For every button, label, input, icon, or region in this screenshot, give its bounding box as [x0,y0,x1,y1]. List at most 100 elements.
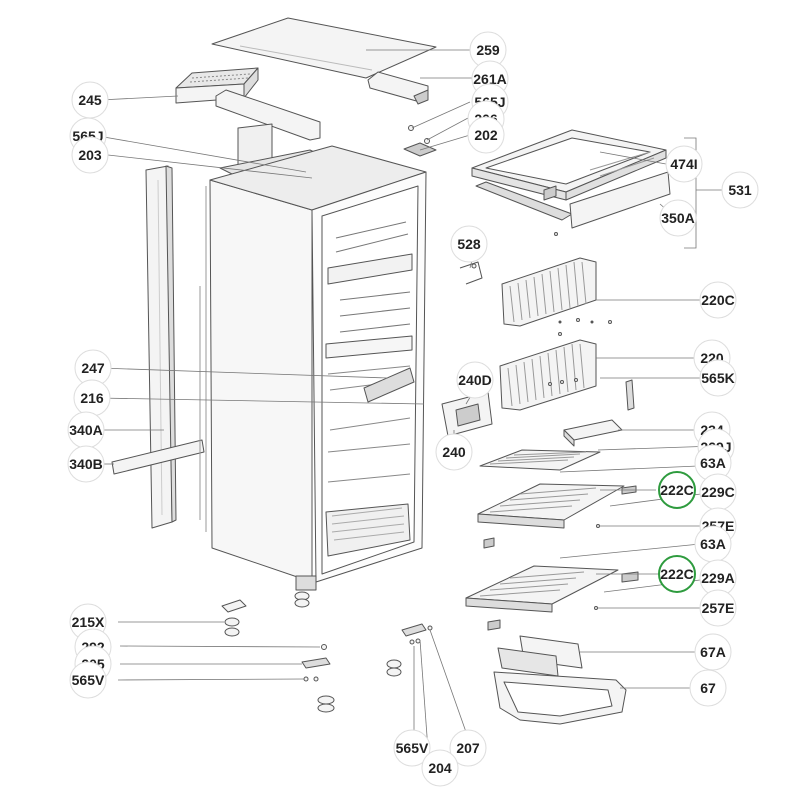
callout-229c: 229C [699,473,737,511]
callout-204: 204 [421,749,459,787]
callout-229a: 229A [699,559,737,597]
callout-circle [699,281,737,319]
callout-circle [699,589,737,627]
highlight-circle [658,471,696,509]
part-350a-front-strip [475,171,671,236]
callout-number: 207 [456,740,480,756]
callout-220c: 220C [699,281,737,319]
callout-number: 229A [701,570,734,586]
callout-number: 340B [69,456,102,472]
callout-63a-bottom: 63A [694,525,732,563]
callout-number: 565V [72,672,105,688]
callout-531: 531 [721,171,759,209]
callout-240d: 240D [456,361,494,399]
callout-circle [699,359,737,397]
part-340b-bottom-rail [111,439,205,475]
callout-222c-bottom: 222C [658,555,696,593]
callout-number: 67 [700,680,716,696]
callout-number: 259 [476,42,500,58]
callout-259: 259 [469,31,507,69]
callout-circle [67,445,105,483]
callout-number: 565K [701,370,734,386]
callout-340a: 340A [67,411,105,449]
callout-number: 202 [474,127,498,143]
callout-number: 257E [702,600,735,616]
callout-circle [665,145,703,183]
part-67a-crisper-cover [497,635,583,677]
callout-number: 203 [78,147,102,163]
callout-number: 350A [661,210,694,226]
part-245-vent-grill [175,67,321,141]
callout-number: 63A [700,536,726,552]
part-205-bracket [301,657,331,669]
part-67-crisper-drawer [493,671,627,725]
callout-240: 240 [435,433,473,471]
callout-number: 220C [701,292,734,308]
callout-circle [69,661,107,699]
callout-circle [467,116,505,154]
callout-number: 247 [81,360,105,376]
part-small-screws [558,320,594,324]
callout-number: 229C [701,484,734,500]
callout-number: 215X [72,614,105,630]
callout-number: 528 [457,236,481,252]
callout-67a: 67A [694,633,732,671]
part-220-evaporator-cover [499,339,635,411]
part-259-top-cover [211,17,437,79]
callout-number: 216 [80,390,104,406]
callout-number: 340A [69,422,102,438]
callout-245: 245 [71,81,109,119]
callout-circle [456,361,494,399]
callout-565v-bottom: 565V [393,729,431,767]
callout-circle [393,729,431,767]
callout-circle [421,749,459,787]
callout-labels: 259261A245565J206202565J203474I531350A52… [67,31,759,787]
leader-lines [97,49,722,751]
callout-number: 565V [396,740,429,756]
callout-number: 531 [728,182,752,198]
callout-number: 204 [428,760,452,776]
part-229c-glass-shelf [477,483,637,549]
part-292-screw [321,644,327,650]
part-229a-glass-shelf [465,565,639,631]
callout-circle [449,729,487,767]
part-474i-crisper-cover [471,129,667,201]
highlight-circle [658,555,696,593]
callout-circle [659,199,697,237]
part-229j-wire-shelf [479,449,601,471]
callout-247: 247 [74,349,112,387]
callout-number: 240 [442,444,466,460]
callout-350a: 350A [659,199,697,237]
part-foot-mid [386,659,402,677]
callout-number: 474I [670,156,697,172]
callout-number: 245 [78,92,102,108]
callout-circle [721,171,759,209]
callout-circle [694,633,732,671]
callout-202: 202 [467,116,505,154]
part-528-bracket [459,261,483,285]
callout-216: 216 [73,379,111,417]
callout-222c-top: 222C [658,471,696,509]
part-foot-left [317,695,335,713]
callout-565v-left: 565V [69,661,107,699]
callout-number: 222C [660,482,693,498]
callout-number: 222C [660,566,693,582]
callout-number: 240D [458,372,491,388]
callout-257e-bottom: 257E [699,589,737,627]
callout-63a-top: 63A [694,444,732,482]
callout-207: 207 [449,729,487,767]
callout-circle [689,669,727,707]
callout-circle [71,136,109,174]
callout-565k: 565K [699,359,737,397]
callout-340b: 340B [67,445,105,483]
part-261a-top-rail [367,71,429,105]
callout-circle [435,433,473,471]
part-247-shelf-bar [363,367,415,403]
part-215x-leveling-foot [221,599,247,637]
callout-circle [450,225,488,263]
callout-474i: 474I [665,145,703,183]
callout-67: 67 [689,669,727,707]
callout-203: 203 [71,136,109,174]
callout-528: 528 [450,225,488,263]
